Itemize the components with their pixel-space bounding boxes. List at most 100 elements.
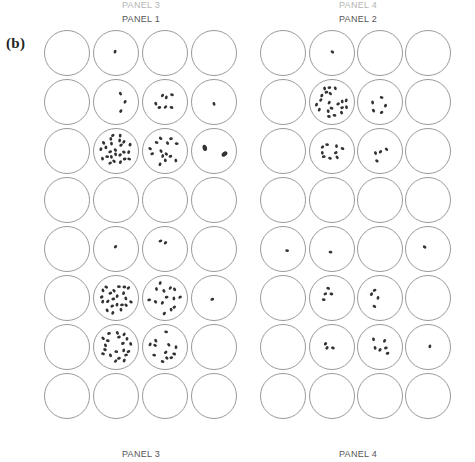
colony-dot xyxy=(153,343,158,347)
colony-dot xyxy=(101,288,105,292)
colony-dot xyxy=(378,149,383,154)
colony-dot xyxy=(154,338,158,343)
colony-dot xyxy=(323,292,328,296)
colony-dot xyxy=(163,240,168,245)
colony-dot xyxy=(99,295,104,299)
colony-dot xyxy=(170,308,173,312)
colony-dot xyxy=(314,102,318,107)
colony-dot xyxy=(175,142,179,145)
colony-dot xyxy=(372,288,377,292)
petri-dish xyxy=(406,80,451,125)
colony-dot xyxy=(122,150,127,154)
colony-dot xyxy=(322,298,326,301)
colony-dot xyxy=(174,158,178,162)
petri-dish xyxy=(192,374,237,419)
petri-dish xyxy=(94,276,139,321)
colony-dot xyxy=(113,49,117,54)
petri-dish xyxy=(45,325,90,370)
panel-label: PANEL 4 xyxy=(339,1,377,10)
colony-dot xyxy=(108,150,113,154)
panel-label: PANEL 4 xyxy=(339,450,377,459)
colony-dot xyxy=(122,348,126,352)
colony-dot xyxy=(121,341,126,345)
colony-dot xyxy=(165,296,169,299)
colony-dot xyxy=(162,289,166,294)
colony-dot xyxy=(115,331,119,336)
colony-dot xyxy=(340,146,345,150)
petri-dish xyxy=(406,325,451,370)
petri-dish xyxy=(143,80,188,125)
colony-dot xyxy=(383,103,387,108)
colony-dot xyxy=(375,159,380,164)
colony-dot xyxy=(117,335,121,339)
colony-dot xyxy=(384,346,389,350)
colony-dot xyxy=(172,297,175,301)
colony-dot xyxy=(330,50,335,54)
colony-dot xyxy=(326,286,331,290)
petri-dish xyxy=(358,31,403,76)
colony-dot xyxy=(126,349,131,353)
colony-dot xyxy=(109,137,112,141)
colony-dot xyxy=(152,354,156,357)
colony-dot xyxy=(110,142,113,146)
colony-dot xyxy=(285,249,289,252)
colony-dot xyxy=(101,300,105,304)
colony-dot xyxy=(175,345,178,349)
colony-dot xyxy=(373,346,377,350)
colony-dot xyxy=(328,91,333,96)
petri-dish xyxy=(143,129,188,174)
colony-dot xyxy=(147,298,151,301)
colony-dot xyxy=(104,285,109,289)
colony-dot xyxy=(108,353,112,358)
petri-dish xyxy=(358,276,403,321)
colony-dot xyxy=(128,142,132,147)
colony-dot xyxy=(371,108,375,113)
petri-dish xyxy=(261,276,306,321)
colony-dot xyxy=(324,90,328,94)
colony-dot xyxy=(110,304,115,308)
colony-dot xyxy=(155,287,159,291)
colony-dot xyxy=(221,150,229,157)
colony-dot xyxy=(108,291,113,295)
colony-dot xyxy=(154,141,158,145)
colony-dot xyxy=(123,99,127,104)
colony-dot xyxy=(119,109,124,114)
petri-dish xyxy=(143,276,188,321)
colony-dot xyxy=(117,285,121,288)
colony-dot xyxy=(163,105,168,110)
colony-dot xyxy=(332,114,336,117)
colony-dot xyxy=(105,299,110,304)
petri-dish xyxy=(406,227,451,272)
colony-dot xyxy=(326,109,330,113)
colony-dot xyxy=(154,101,158,106)
colony-dot xyxy=(160,300,164,305)
petri-dish xyxy=(192,31,237,76)
petri-dish xyxy=(358,325,403,370)
colony-dot xyxy=(335,155,339,160)
colony-dot xyxy=(118,138,121,142)
colony-dot xyxy=(166,342,171,347)
colony-dot xyxy=(170,93,175,97)
colony-dot xyxy=(336,102,341,106)
colony-dot xyxy=(110,133,115,138)
petri-dish xyxy=(94,178,139,223)
colony-dot xyxy=(317,107,321,112)
colony-dot xyxy=(335,144,338,148)
colony-dot xyxy=(113,359,118,364)
petri-dish xyxy=(358,374,403,419)
colony-dot xyxy=(172,305,177,310)
colony-dot xyxy=(158,162,162,166)
colony-dot xyxy=(202,144,208,151)
petri-dish xyxy=(310,31,355,76)
petri-dish xyxy=(406,31,451,76)
colony-dot xyxy=(369,292,373,297)
petri-dish xyxy=(406,276,451,321)
colony-dot xyxy=(124,296,128,301)
colony-dot xyxy=(111,311,115,316)
petri-dish xyxy=(45,129,90,174)
colony-dot xyxy=(108,161,113,165)
petri-dish xyxy=(192,80,237,125)
colony-dot xyxy=(161,154,165,158)
colony-dot xyxy=(113,244,118,249)
colony-dot xyxy=(120,308,123,312)
